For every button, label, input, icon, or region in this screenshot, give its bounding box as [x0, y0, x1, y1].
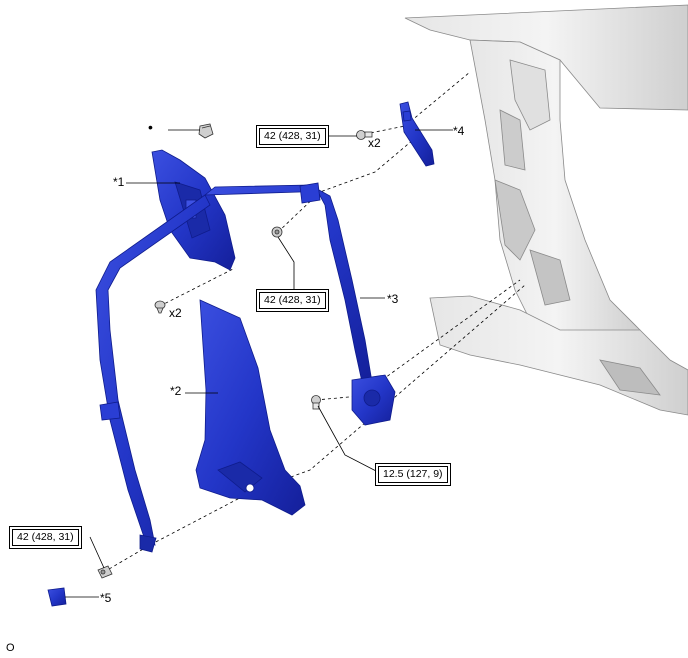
torque-spec-retractor: 12.5 (127, 9): [375, 463, 451, 486]
bullet-mark: •: [148, 119, 153, 135]
bolt-retractor: [311, 395, 321, 410]
footer-code: O: [6, 642, 15, 654]
torque-value: 42 (428, 31): [259, 292, 326, 309]
seat-belt-assembly-part: [95, 182, 396, 553]
bolt-shoulder-anchor: [271, 226, 283, 238]
part-label-1: *1: [113, 175, 125, 189]
part-label-2: *2: [170, 384, 182, 398]
part-label-3: *3: [387, 292, 399, 306]
cover-cap-part: [47, 587, 67, 607]
callout-leaders: [65, 129, 453, 598]
quantity-label-lower: x2: [169, 306, 182, 320]
torque-value: 12.5 (127, 9): [378, 466, 448, 483]
bolt-upper-anchor: [356, 130, 373, 140]
clip-fastener-top: [198, 123, 214, 139]
pillar-lower-garnish-part: [195, 299, 306, 516]
part-label-4: *4: [453, 124, 465, 138]
torque-value: 42 (428, 31): [259, 128, 326, 145]
torque-value: 42 (428, 31): [12, 529, 79, 546]
vehicle-body-pillar: [404, 4, 688, 416]
part-label-5: *5: [100, 591, 112, 605]
quantity-label-upper: x2: [368, 136, 381, 150]
torque-spec-upper-anchor: 42 (428, 31): [256, 125, 329, 148]
fasteners: [97, 123, 373, 579]
clip-lower-garnish: [154, 300, 166, 314]
torque-spec-floor-anchor: 42 (428, 31): [9, 526, 82, 549]
torque-spec-shoulder-anchor: 42 (428, 31): [256, 289, 329, 312]
bolt-floor-anchor: [97, 565, 113, 579]
belt-adjuster-part: [399, 101, 435, 167]
